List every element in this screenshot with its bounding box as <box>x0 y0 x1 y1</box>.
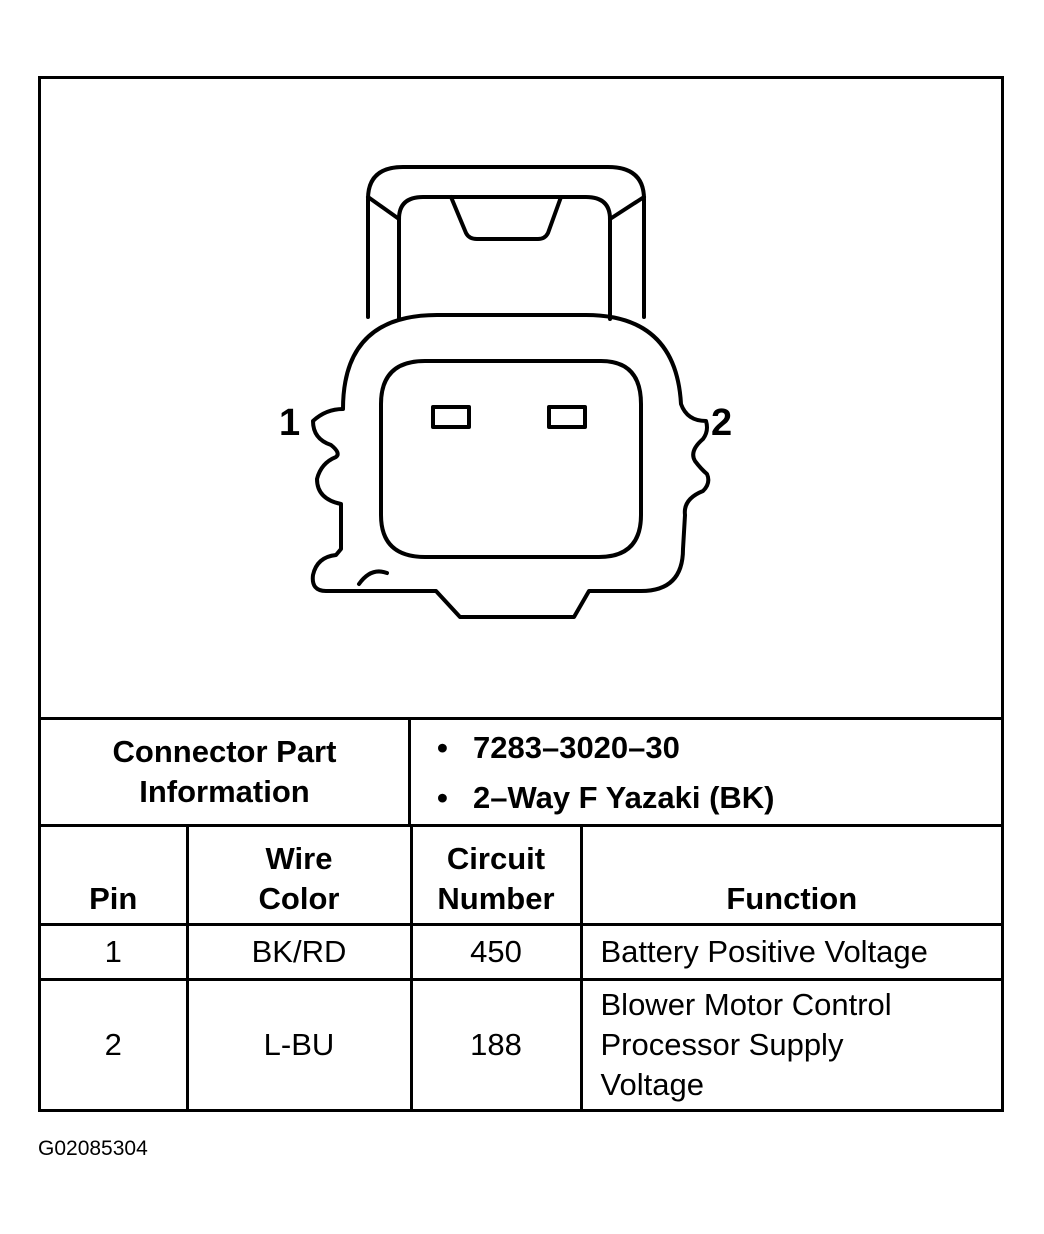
connector-part-number: 7283–3020–30 <box>437 728 680 768</box>
cell-pin: 2 <box>41 978 189 1109</box>
header-function: Function <box>579 827 1001 926</box>
header-wire-color-line: Color <box>258 881 340 916</box>
connector-part-information: Connector Part Information 7283–3020–30 … <box>41 717 1001 827</box>
connector-diagram: 1 2 <box>279 165 732 619</box>
cell-function-line: Blower Motor Control <box>600 987 892 1022</box>
connector-info-label-line: Information <box>139 774 310 809</box>
connector-body-outer <box>310 313 711 619</box>
connector-info-list: 7283–3020–30 2–Way F Yazaki (BK) <box>411 720 1001 824</box>
header-wire-color-line: Wire <box>265 841 333 876</box>
pin-table-header-row: Pin Wire Color Circuit Number Function <box>41 827 1001 926</box>
cell-function: Blower Motor Control Processor Supply Vo… <box>579 978 1001 1109</box>
pin-cavity-1 <box>431 405 471 429</box>
connector-type: 2–Way F Yazaki (BK) <box>437 778 774 818</box>
cell-function-line: Battery Positive Voltage <box>600 934 928 969</box>
cell-pin: 1 <box>41 923 189 981</box>
header-circuit-number-line: Circuit <box>446 841 546 876</box>
cell-wire-color: L-BU <box>185 978 413 1109</box>
locking-tab <box>449 195 563 241</box>
pin-label-2: 2 <box>711 402 732 444</box>
table-row: 1 BK/RD 450 Battery Positive Voltage <box>41 923 1001 981</box>
header-circuit-number-line: Number <box>437 881 555 916</box>
connector-face-inner <box>379 359 643 559</box>
housing-top-inner <box>397 195 612 321</box>
cell-circuit: 188 <box>409 978 583 1109</box>
connector-info-label-line: Connector Part <box>112 734 337 769</box>
header-circuit-number: Circuit Number <box>409 827 583 926</box>
cell-function: Battery Positive Voltage <box>579 923 1001 981</box>
header-function-line: Function <box>726 881 858 916</box>
pin-cavity-2 <box>547 405 587 429</box>
header-pin: Pin <box>41 827 189 926</box>
connector-info-label: Connector Part Information <box>41 720 411 824</box>
pin-table: Pin Wire Color Circuit Number Function 1… <box>41 827 1001 1109</box>
cell-wire-color: BK/RD <box>185 923 413 981</box>
connector-frame: 1 2 Connector Part Information 7283–3020… <box>38 76 1004 1112</box>
figure-id: G02085304 <box>38 1137 148 1160</box>
table-row: 2 L-BU 188 Blower Motor Control Processo… <box>41 978 1001 1109</box>
cell-function-line: Voltage <box>600 1067 704 1102</box>
pin-label-1: 1 <box>279 402 300 444</box>
header-pin-line: Pin <box>89 881 138 916</box>
housing-top-outer <box>366 165 646 319</box>
cell-circuit: 450 <box>409 923 583 981</box>
header-wire-color: Wire Color <box>185 827 413 926</box>
cell-function-line: Processor Supply <box>600 1027 844 1062</box>
